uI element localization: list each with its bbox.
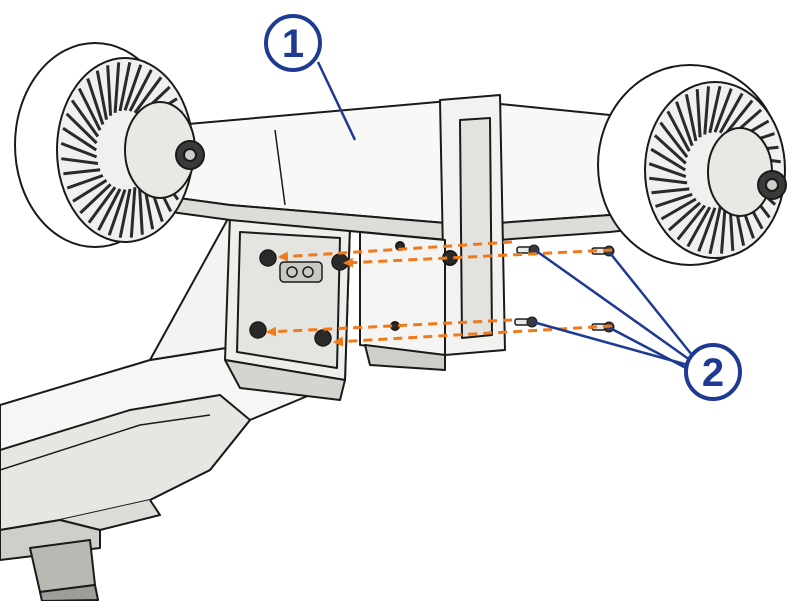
screws	[515, 245, 614, 332]
callout-2-leaders	[533, 250, 692, 368]
callout-1-label: 1	[282, 22, 304, 66]
callout-2: 2	[686, 345, 740, 399]
wheel-left	[15, 43, 204, 247]
callout-1: 1	[266, 16, 320, 70]
callout-2-label: 2	[702, 351, 724, 395]
wheel-right	[598, 65, 786, 265]
